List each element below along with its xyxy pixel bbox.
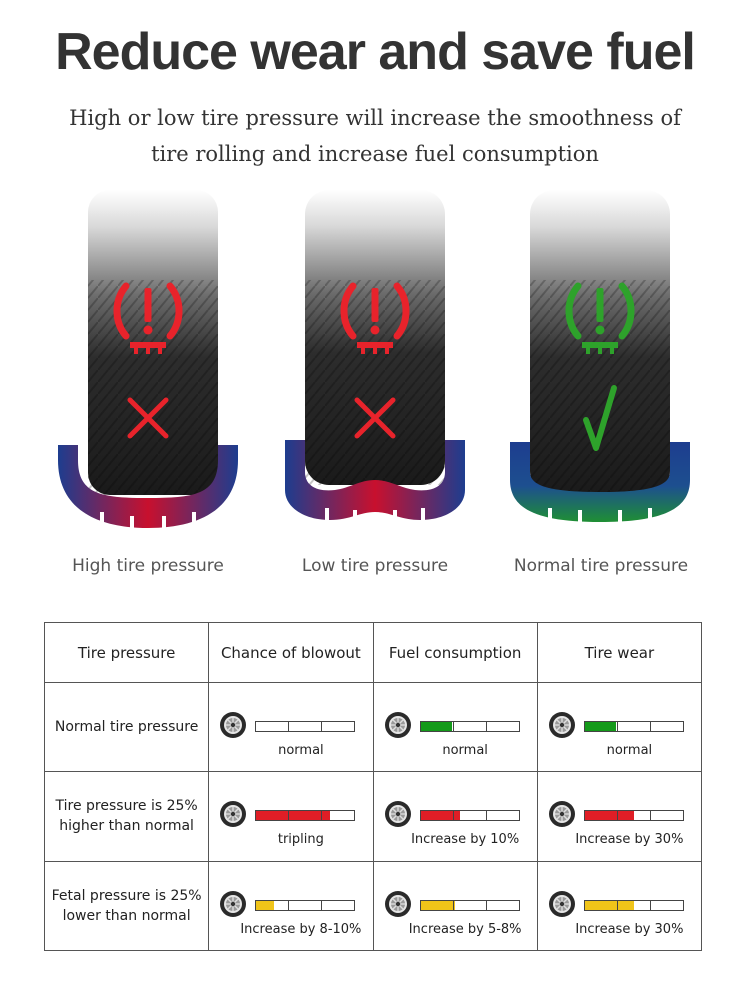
tire-icon <box>219 711 247 739</box>
table-row: Normal tire pressure normal normal normal <box>43 681 703 773</box>
level-bar <box>583 810 684 822</box>
tire-label-low: Low tire pressure <box>301 556 449 576</box>
cell-blowout: Increase by 8-10% <box>208 860 374 952</box>
level-bar <box>583 721 684 733</box>
level-bar <box>255 810 356 822</box>
level-label: normal <box>278 743 324 759</box>
tire-icon <box>548 800 576 828</box>
cell-fuel: Increase by 5-8% <box>372 860 538 952</box>
header-chance-of-blowout: Chance of blowout <box>208 622 374 683</box>
cross-icon <box>127 397 169 439</box>
cell-fuel: normal <box>372 681 538 773</box>
high-pressure-tire-illustration <box>38 190 258 535</box>
header-tire-pressure: Tire pressure <box>43 622 210 683</box>
cell-wear: normal <box>536 681 703 773</box>
check-icon <box>583 385 617 451</box>
table-header-row: Tire pressure Chance of blowout Fuel con… <box>43 622 703 683</box>
level-bar <box>255 721 356 733</box>
level-label: Increase by 10% <box>411 832 520 848</box>
normal-pressure-tire-illustration <box>490 190 710 535</box>
cell-fuel: Increase by 10% <box>372 771 538 862</box>
row-label: Normal tire pressure <box>43 681 210 773</box>
level-label: Increase by 30% <box>575 921 684 937</box>
table-row: Tire pressure is 25% higher than normal t… <box>43 771 703 862</box>
tire-icon <box>548 711 576 739</box>
level-bar <box>419 810 520 822</box>
tire-label-normal: Normal tire pressure <box>513 556 689 576</box>
tire-icon <box>219 890 247 918</box>
tire-label-high: High tire pressure <box>72 556 224 576</box>
header-fuel-consumption: Fuel consumption <box>372 622 538 683</box>
comparison-table: Tire pressure Chance of blowout Fuel con… <box>43 622 703 952</box>
level-label: Increase by 8-10% <box>240 921 362 937</box>
level-label: normal <box>606 743 653 759</box>
level-bar <box>255 899 356 911</box>
row-label: Tire pressure is 25% higher than normal <box>43 771 210 862</box>
tire-icon <box>219 800 247 828</box>
low-pressure-tire-illustration <box>265 190 485 535</box>
level-label: Increase by 30% <box>575 832 684 848</box>
tire-icon <box>384 890 412 918</box>
cross-icon <box>354 397 396 439</box>
cell-wear: Increase by 30% <box>536 860 703 952</box>
level-bar <box>419 721 520 733</box>
cell-wear: Increase by 30% <box>536 771 703 862</box>
tire-icon <box>548 890 576 918</box>
tire-icon <box>384 800 412 828</box>
cell-blowout: tripling <box>208 771 374 862</box>
cell-blowout: normal <box>208 681 374 773</box>
level-bar <box>419 899 520 911</box>
row-label: Fetal pressure is 25% lower than normal <box>43 860 210 952</box>
header-tire-wear: Tire wear <box>536 622 703 683</box>
page-title: Reduce wear and save fuel <box>55 23 696 81</box>
level-bar <box>583 899 684 911</box>
level-label: Increase by 5-8% <box>408 921 522 937</box>
tire-icon <box>384 711 412 739</box>
level-label: tripling <box>277 832 324 848</box>
page-subtitle: High or low tire pressure will increase … <box>69 106 681 166</box>
level-label: normal <box>442 743 488 759</box>
